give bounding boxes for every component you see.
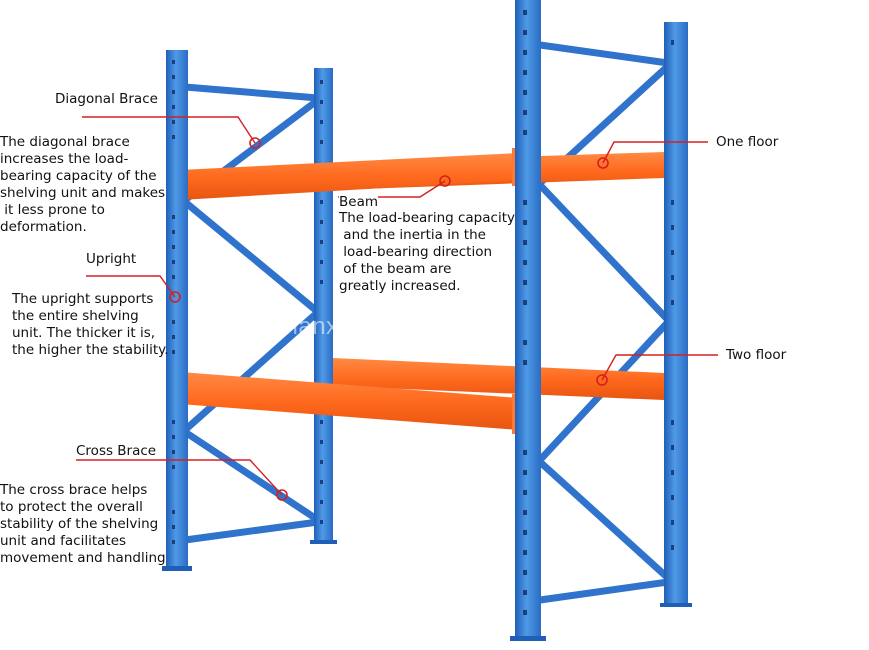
one-floor-title: One floor — [716, 134, 779, 150]
right-frame-bracing — [536, 41, 672, 604]
diagonal-brace-description: The diagonal brace increases the load- b… — [0, 134, 166, 235]
cross-brace-title: Cross Brace — [76, 443, 157, 459]
front-beam-bottom — [180, 372, 519, 430]
left-back-upright — [314, 68, 333, 543]
leader-markers — [169, 137, 609, 501]
marker-one-floor — [597, 157, 609, 169]
marker-beam — [439, 175, 451, 187]
right-front-upright — [515, 0, 541, 640]
leader-diagonal-brace — [82, 116, 256, 144]
beam-title: Beam — [339, 194, 378, 211]
marker-diagonal-brace — [249, 137, 261, 149]
left-back-base-plate — [310, 540, 337, 544]
right-back-base-plate — [660, 603, 692, 607]
leader-lines — [76, 116, 718, 496]
marker-cross-brace — [276, 489, 288, 501]
left-back-upright-holes — [320, 80, 323, 524]
cross-brace-description: The cross brace helps to protect the ove… — [0, 482, 166, 566]
left-front-upright-holes — [172, 60, 175, 544]
left-front-base-plate — [162, 566, 192, 571]
beam-description: The load-bearing capacity and the inerti… — [339, 210, 515, 295]
front-beam-top — [180, 153, 519, 200]
leader-two-floor — [601, 354, 718, 381]
two-floor-title: Two floor — [726, 347, 787, 363]
upright-title: Upright — [86, 251, 137, 267]
upright-description: The upright supports the entire shelving… — [12, 291, 169, 358]
leader-cross-brace — [76, 459, 283, 496]
leader-one-floor — [602, 141, 708, 164]
right-front-base-plate — [510, 636, 546, 641]
right-front-upright-holes — [523, 10, 527, 615]
marker-two-floor — [596, 374, 608, 386]
right-back-upright-holes — [671, 40, 674, 550]
watermark: shanxihuaxin.com — [272, 313, 473, 340]
left-front-upright — [166, 50, 188, 570]
back-beam-bottom — [333, 358, 664, 400]
leader-upright — [86, 275, 176, 298]
diagonal-brace-title: Diagonal Brace — [55, 91, 158, 107]
marker-upright — [169, 291, 181, 303]
right-back-upright — [664, 22, 688, 605]
